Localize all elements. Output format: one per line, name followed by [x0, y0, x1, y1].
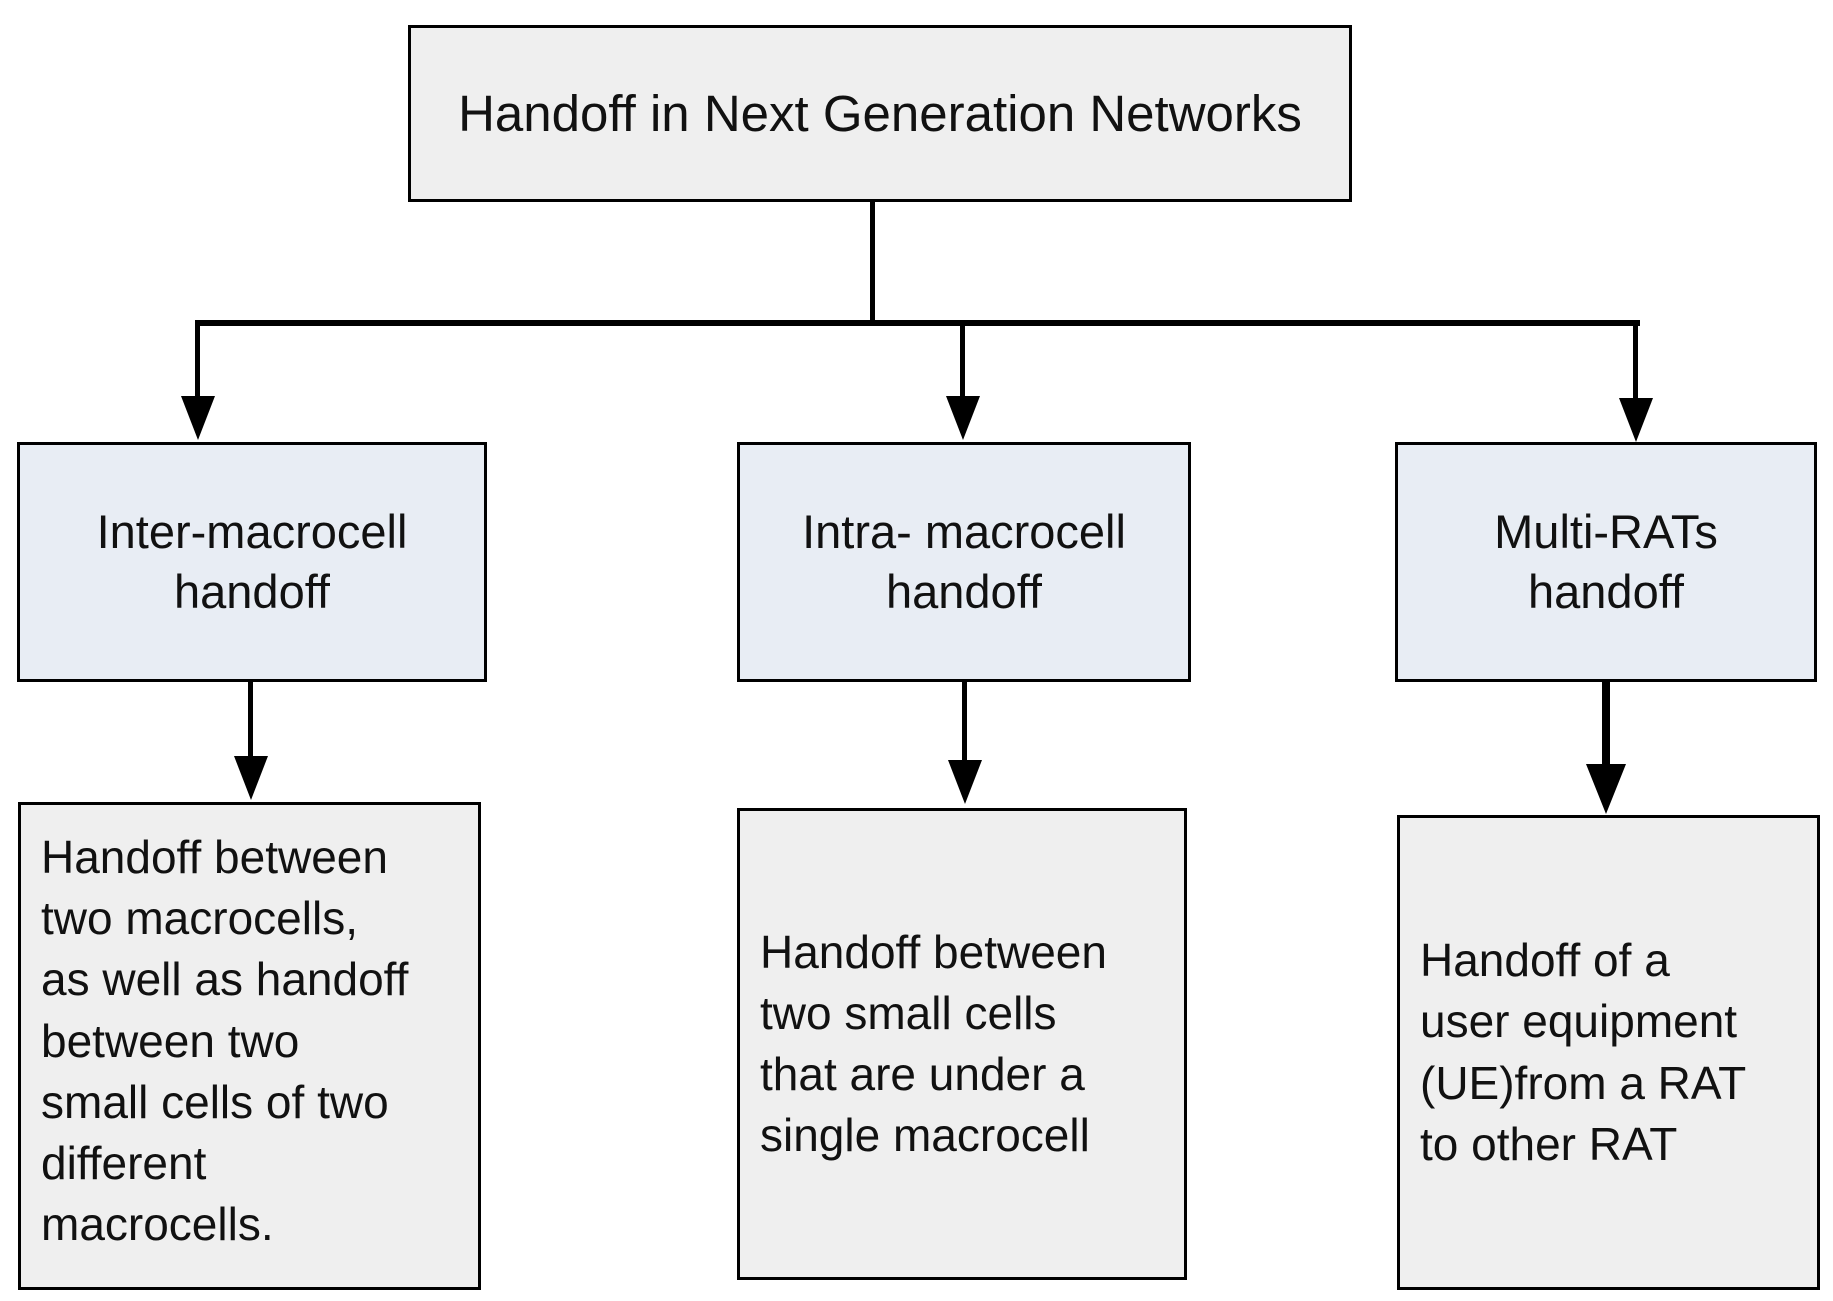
description-node-inter-macrocell: Handoff between two macrocells, as well … — [18, 802, 481, 1290]
connector-drop-center-line — [960, 320, 965, 398]
connector-mid-left-line — [248, 682, 253, 758]
root-node-handoff-ngn: Handoff in Next Generation Networks — [408, 25, 1352, 202]
arrow-down-icon — [1619, 398, 1653, 442]
connector-drop-left-line — [195, 320, 200, 398]
arrow-down-icon — [948, 760, 982, 804]
branch-node-inter-macrocell: Inter-macrocell handoff — [17, 442, 487, 682]
arrow-down-icon — [1586, 764, 1626, 814]
connector-mid-right-line — [1602, 682, 1610, 766]
connector-drop-right-line — [1633, 320, 1638, 400]
arrow-down-icon — [946, 396, 980, 440]
description-node-multi-rats: Handoff of a user equipment (UE)from a R… — [1397, 815, 1820, 1290]
description-node-intra-macrocell: Handoff between two small cells that are… — [737, 808, 1187, 1280]
connector-rail-line — [195, 320, 1640, 326]
branch-node-intra-macrocell: Intra- macrocell handoff — [737, 442, 1191, 682]
connector-trunk-line — [870, 202, 875, 325]
connector-mid-center-line — [962, 682, 967, 762]
arrow-down-icon — [181, 396, 215, 440]
arrow-down-icon — [234, 756, 268, 800]
branch-node-multi-rats: Multi-RATs handoff — [1395, 442, 1817, 682]
